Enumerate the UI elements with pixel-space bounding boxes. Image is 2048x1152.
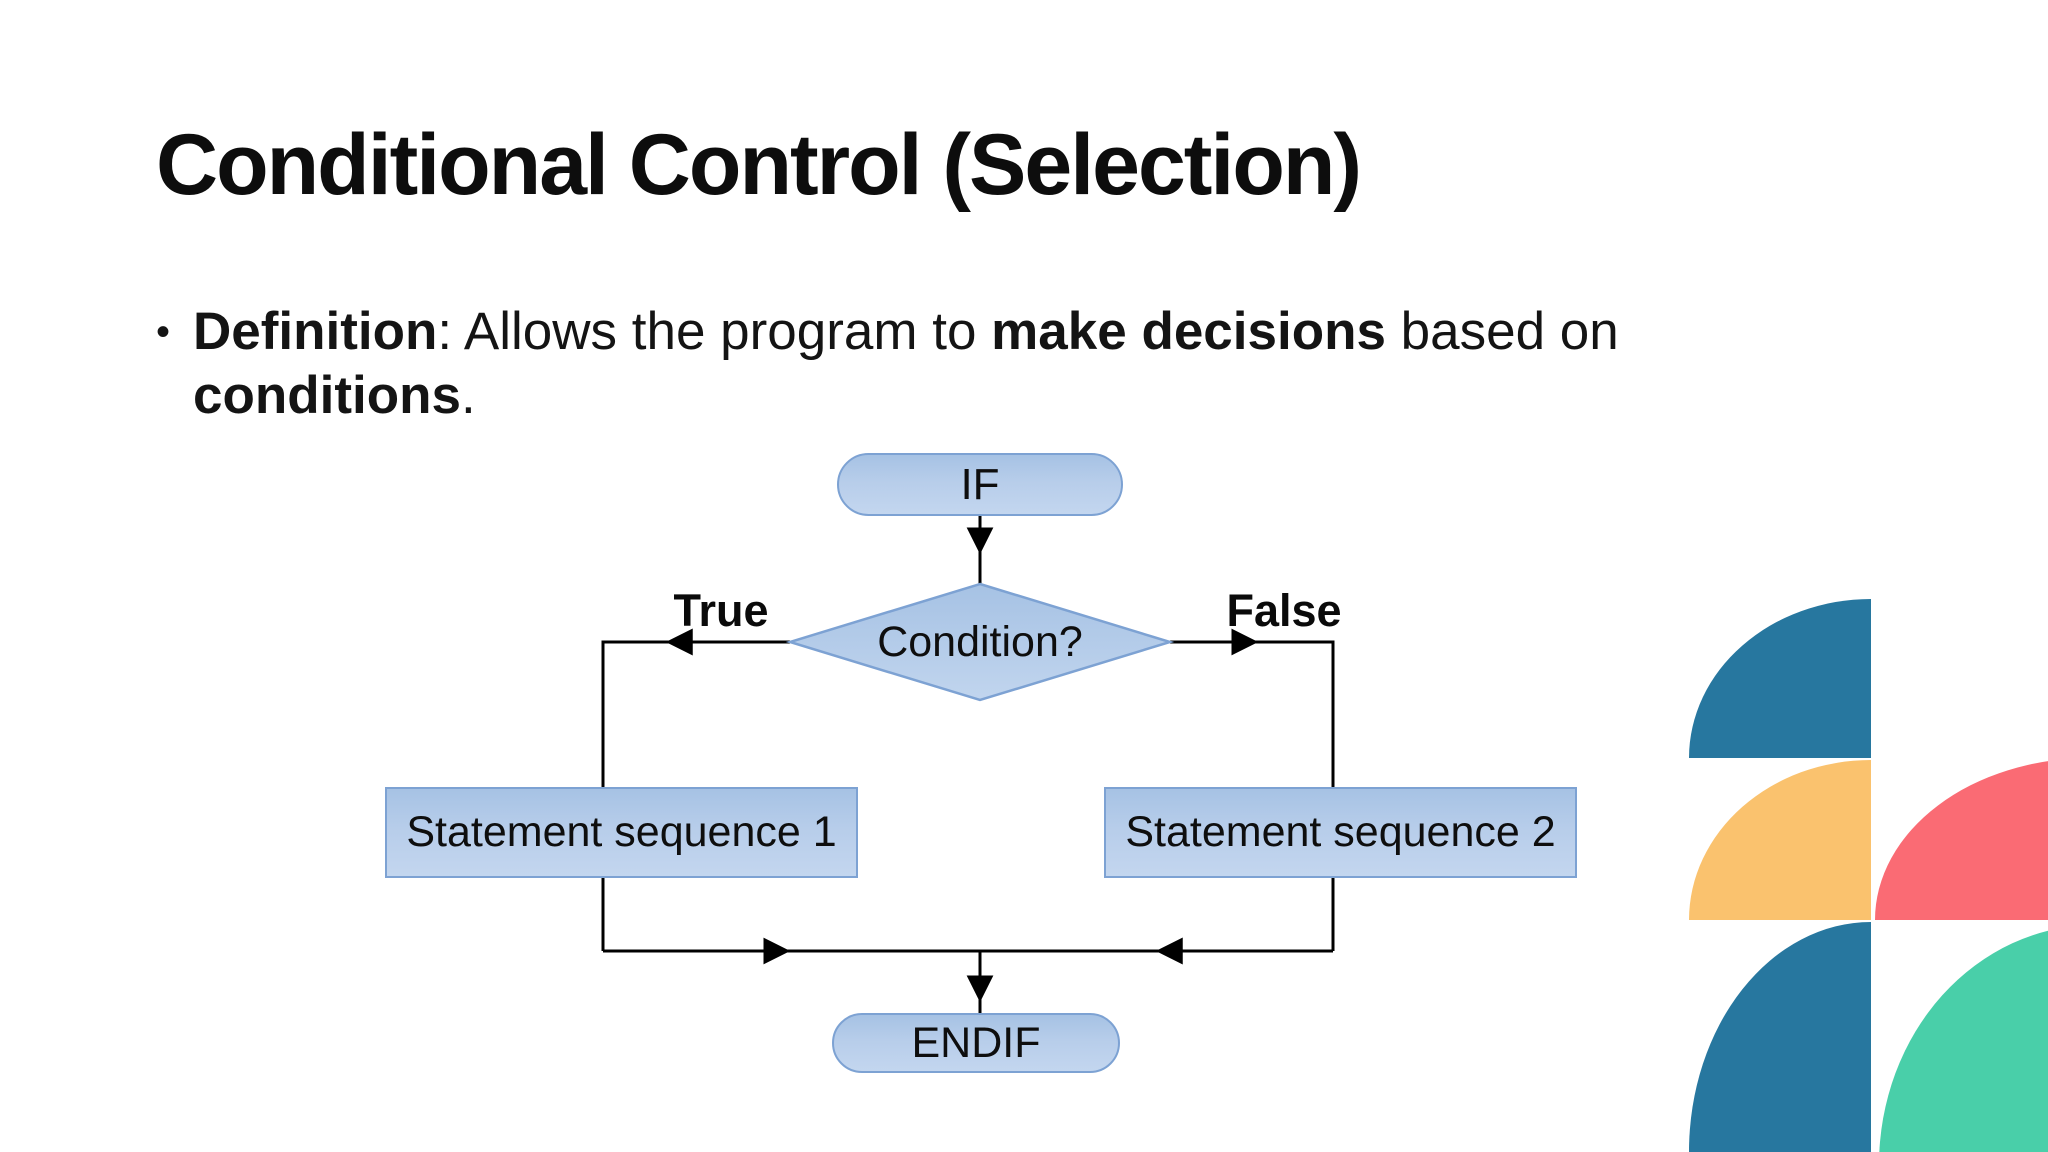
condition-diamond [785,582,1175,702]
start-node-label: IF [960,459,1000,509]
bullet-text-segment: : Allows the program to [437,302,992,361]
statement-sequence-1-label: Statement sequence 1 [406,808,837,856]
false-text: False [1226,585,1342,636]
bullet-text: Definition: Allows the program to make d… [193,300,1619,427]
bullet-bold-make-decisions: make decisions [991,302,1386,361]
bullet-text-segment: based on [1385,302,1619,361]
true-branch-label: True [641,585,801,636]
condition-label: Condition? [790,584,1170,700]
flowchart-end-node: ENDIF [832,1013,1120,1073]
bullet-line-2: conditions. [193,364,1619,428]
definition-bullet: • Definition: Allows the program to make… [156,300,1716,427]
bullet-period: . [460,365,476,425]
end-node-label: ENDIF [911,1018,1041,1067]
bullet-line-1: Definition: Allows the program to make d… [193,300,1619,364]
bullet-marker: • [156,310,171,354]
true-text: True [673,585,769,636]
statement-sequence-2-node: Statement sequence 2 [1104,787,1577,878]
slide-title: Conditional Control (Selection) [156,117,1362,213]
bullet-bold-conditions: conditions [193,365,461,425]
statement-sequence-2-label: Statement sequence 2 [1125,808,1556,856]
bullet-bold-definition: Definition [193,302,438,361]
flowchart-start-node: IF [837,453,1123,516]
false-branch-label: False [1204,585,1364,636]
statement-sequence-1-node: Statement sequence 1 [385,787,858,878]
condition-text: Condition? [877,617,1083,666]
